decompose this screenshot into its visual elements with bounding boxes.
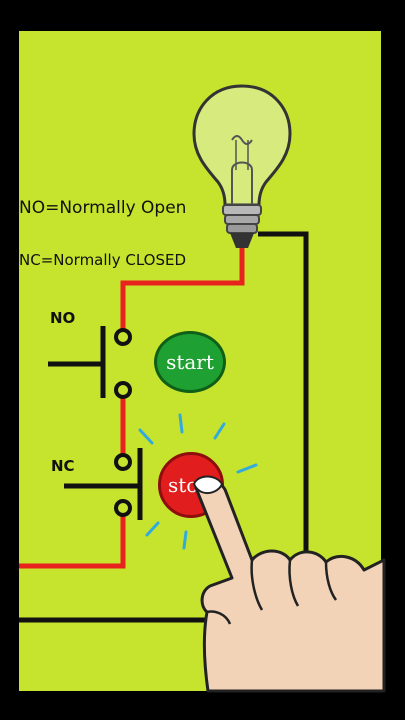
nc-switch-label: NC xyxy=(51,457,75,475)
no-switch-label: NO xyxy=(50,309,76,327)
press-sparks xyxy=(138,413,258,550)
no-definition: NO=Normally Open xyxy=(19,198,187,218)
live-wire-bottom xyxy=(19,514,126,569)
nc-definition: NC=Normally CLOSED xyxy=(19,251,186,269)
neutral-wire xyxy=(19,231,309,623)
light-bulb-icon xyxy=(192,84,292,248)
live-wire-top xyxy=(120,248,245,330)
start-button[interactable]: start xyxy=(154,331,226,393)
stop-button-label: sto xyxy=(168,473,199,497)
nc-switch-symbol xyxy=(64,448,143,520)
start-button-label: start xyxy=(166,350,214,374)
no-switch-symbol xyxy=(48,326,132,399)
